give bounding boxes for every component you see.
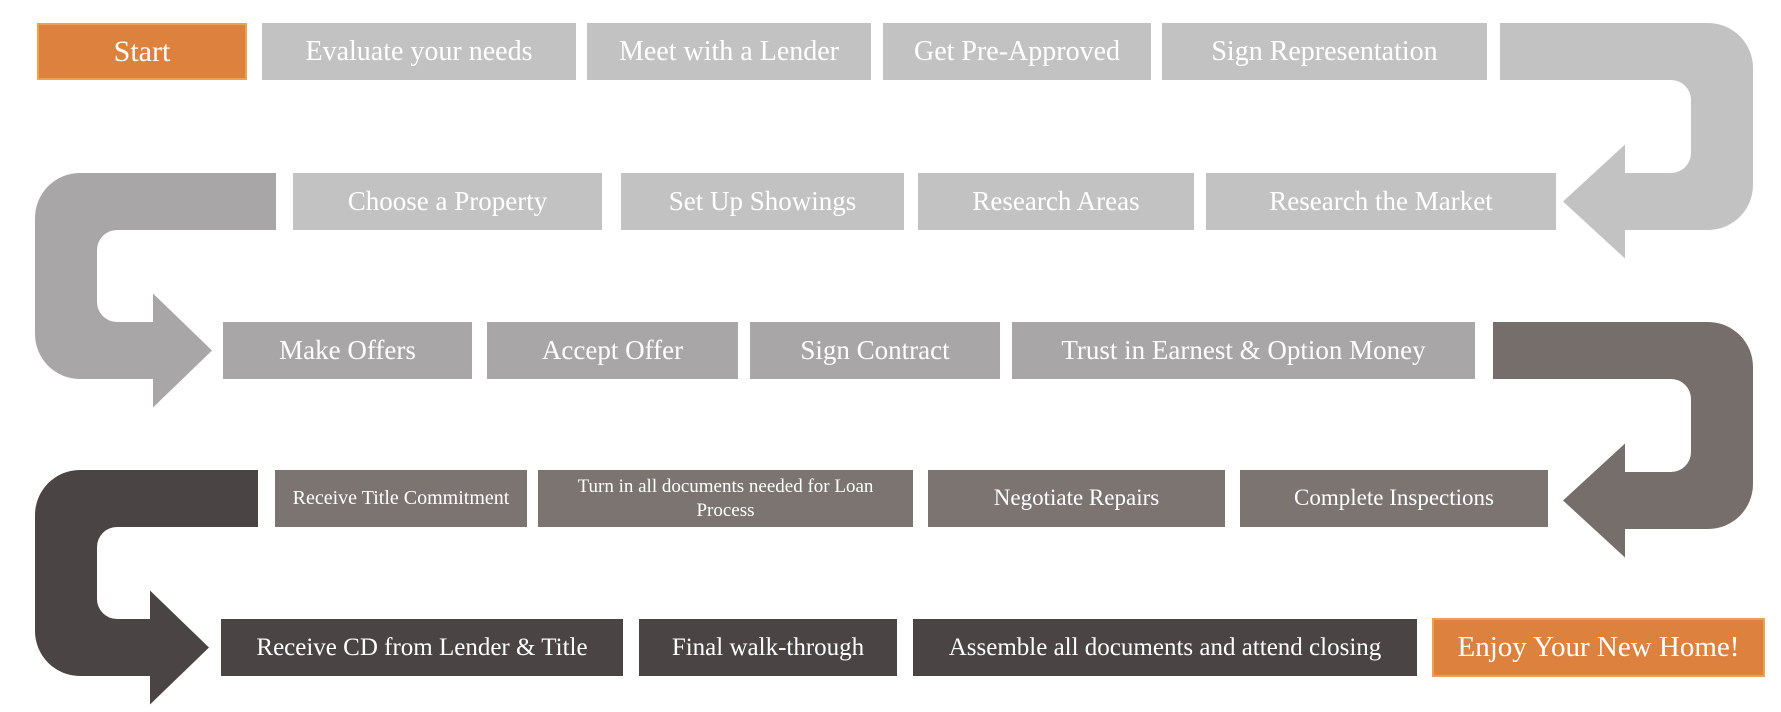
step-choose-a-property: Choose a Property xyxy=(293,173,602,230)
step-negotiate-repairs: Negotiate Repairs xyxy=(928,470,1225,527)
step-meet-with-a-lender: Meet with a Lender xyxy=(587,23,871,80)
step-start: Start xyxy=(37,23,247,80)
step-research-the-market: Research the Market xyxy=(1206,173,1556,230)
step-make-offers: Make Offers xyxy=(223,322,472,379)
step-accept-offer: Accept Offer xyxy=(487,322,738,379)
step-turn-in-loan-documents: Turn in all documents needed for Loan Pr… xyxy=(538,470,913,527)
u-turn-arrow-row1-to-row2 xyxy=(1500,23,1753,259)
step-final-walk-through: Final walk-through xyxy=(639,619,897,676)
step-trust-in-earnest-option-money: Trust in Earnest & Option Money xyxy=(1012,322,1475,379)
step-receive-cd-from-lender-title: Receive CD from Lender & Title xyxy=(221,619,623,676)
step-assemble-documents-attend-closing: Assemble all documents and attend closin… xyxy=(913,619,1417,676)
step-enjoy-your-new-home: Enjoy Your New Home! xyxy=(1432,618,1765,677)
step-research-areas: Research Areas xyxy=(918,173,1194,230)
u-turn-arrow-row3-to-row4 xyxy=(1493,322,1753,558)
u-turn-arrow-row2-to-row3 xyxy=(35,173,276,408)
step-receive-title-commitment: Receive Title Commitment xyxy=(275,470,527,527)
step-sign-representation: Sign Representation xyxy=(1162,23,1487,80)
step-evaluate-your-needs: Evaluate your needs xyxy=(262,23,576,80)
step-sign-contract: Sign Contract xyxy=(750,322,1000,379)
step-get-pre-approved: Get Pre-Approved xyxy=(883,23,1151,80)
step-set-up-showings: Set Up Showings xyxy=(621,173,904,230)
step-complete-inspections: Complete Inspections xyxy=(1240,470,1548,527)
u-turn-arrow-row4-to-row5 xyxy=(35,470,258,705)
